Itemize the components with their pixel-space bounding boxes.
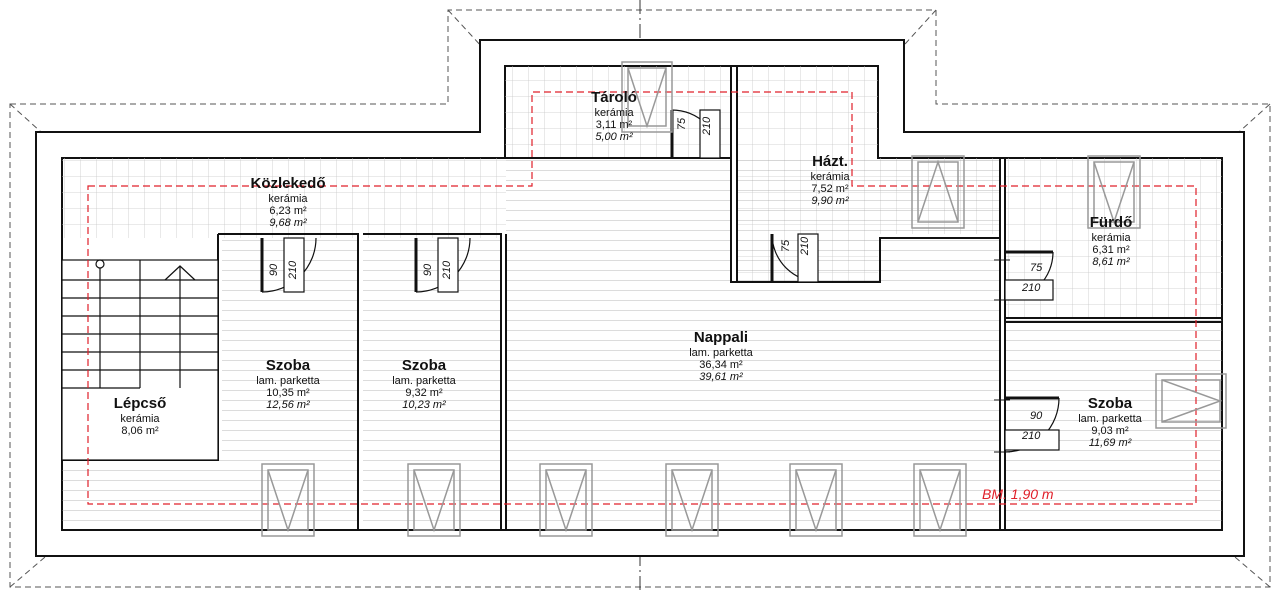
roof-window — [539, 463, 593, 537]
room-material: lam. parketta — [256, 374, 320, 387]
room-material: lam. parketta — [689, 346, 753, 359]
room-name: Lépcső — [113, 395, 167, 412]
room-net-area: 8,06 m² — [121, 425, 159, 438]
roof-window — [911, 155, 965, 229]
roof-windows — [261, 61, 1227, 537]
room-name: Közlekedő — [250, 175, 326, 192]
room-material: lam. parketta — [1078, 412, 1142, 425]
room-material: kerámia — [1091, 231, 1131, 244]
room-material: kerámia — [120, 412, 160, 425]
room-material: lam. parketta — [392, 374, 456, 387]
roof-window — [1087, 155, 1141, 229]
door-width-szoba-1: 90 — [268, 263, 281, 277]
room-label-tarolo: Tároló kerámia 3,11 m² 5,00 m² — [591, 89, 637, 144]
room-gross-area: 9,68 m² — [269, 217, 307, 230]
door-height-hazt: 210 — [799, 236, 812, 256]
room-label-szoba-3: Szoba lam. parketta 9,03 m² 11,69 m² — [1078, 395, 1142, 450]
room-name: Tároló — [591, 89, 637, 106]
room-gross-area: 8,61 m² — [1092, 256, 1130, 269]
roof-window — [913, 463, 967, 537]
room-material: kerámia — [594, 106, 634, 119]
door-width-tarolo: 75 — [676, 117, 689, 131]
room-name: Házt. — [812, 153, 848, 170]
roof-window — [261, 463, 315, 537]
room-net-area: 9,32 m² — [405, 387, 443, 400]
bm-line — [87, 91, 1197, 505]
room-material: kerámia — [810, 170, 850, 183]
door-height-szoba-2: 210 — [441, 260, 454, 280]
door-width-szoba-3: 90 — [1030, 410, 1043, 422]
roof-window — [789, 463, 843, 537]
room-gross-area: 5,00 m² — [595, 131, 633, 144]
door-height-furdo: 210 — [1022, 282, 1041, 294]
room-label-szoba-1: Szoba lam. parketta 10,35 m² 12,56 m² — [256, 357, 320, 412]
room-net-area: 9,03 m² — [1091, 425, 1129, 438]
roof-window — [665, 463, 719, 537]
door-height-tarolo: 210 — [701, 116, 714, 136]
room-name: Nappali — [693, 329, 749, 346]
room-gross-area: 39,61 m² — [699, 371, 743, 384]
room-name: Szoba — [401, 357, 447, 374]
bm-height-label: BM. 1,90 m — [982, 486, 1054, 502]
room-net-area: 6,31 m² — [1092, 244, 1130, 257]
room-label-hazt: Házt. kerámia 7,52 m² 9,90 m² — [810, 153, 850, 208]
roof-window — [621, 61, 673, 133]
room-gross-area: 12,56 m² — [266, 399, 310, 412]
door-width-furdo: 75 — [1030, 262, 1043, 274]
door-width-hazt: 75 — [780, 239, 793, 253]
room-gross-area: 11,69 m² — [1088, 437, 1132, 450]
room-name: Szoba — [1087, 395, 1133, 412]
room-label-nappali: Nappali lam. parketta 36,34 m² 39,61 m² — [689, 329, 753, 384]
room-label-lepcso: Lépcső kerámia 8,06 m² — [113, 395, 167, 438]
roof-window — [407, 463, 461, 537]
room-net-area: 36,34 m² — [699, 359, 743, 372]
room-gross-area: 9,90 m² — [811, 195, 849, 208]
room-net-area: 7,52 m² — [811, 183, 849, 196]
roof-window — [1155, 373, 1227, 429]
room-label-szoba-2: Szoba lam. parketta 9,32 m² 10,23 m² — [392, 357, 456, 412]
room-label-furdo: Fürdő kerámia 6,31 m² 8,61 m² — [1089, 214, 1133, 269]
door-height-szoba-1: 210 — [287, 260, 300, 280]
room-name: Szoba — [265, 357, 311, 374]
door-height-szoba-3: 210 — [1022, 430, 1041, 442]
room-net-area: 10,35 m² — [266, 387, 310, 400]
door-width-szoba-2: 90 — [422, 263, 435, 277]
room-net-area: 6,23 m² — [269, 205, 307, 218]
doors — [260, 109, 1060, 453]
room-gross-area: 10,23 m² — [402, 399, 446, 412]
room-label-kozlekedo: Közlekedő kerámia 6,23 m² 9,68 m² — [250, 175, 326, 230]
room-net-area: 3,11 m² — [595, 119, 633, 132]
room-name: Fürdő — [1089, 214, 1133, 231]
wall-ticks — [994, 259, 1010, 453]
room-material: kerámia — [268, 192, 308, 205]
